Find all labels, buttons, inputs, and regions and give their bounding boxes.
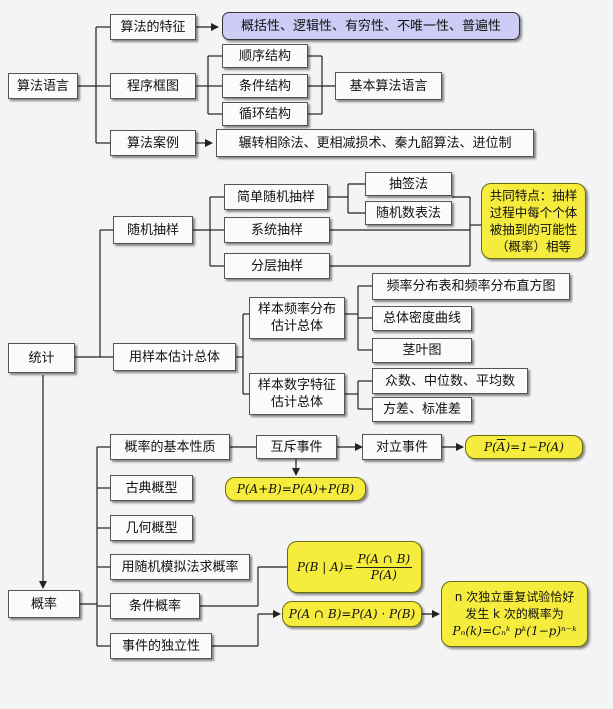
formula-conditional: P(B | A)= P(A ∩ B) P(A) [287, 541, 422, 593]
node-complementary-events: 对立事件 [362, 434, 442, 460]
node-density-curve: 总体密度曲线 [372, 306, 472, 331]
node-estimate-population: 用样本估计总体 [113, 343, 236, 371]
node-loop-structure: 循环结构 [222, 102, 308, 126]
node-conditional-probability: 条件概率 [110, 593, 200, 619]
node-random-simulation: 用随机模拟法求概率 [110, 554, 250, 580]
node-algorithm-features: 算法的特征 [110, 14, 196, 40]
node-geometric-probability: 几何概型 [110, 515, 193, 541]
node-mode-median-mean: 众数、中位数、平均数 [372, 368, 528, 394]
node-condition-structure: 条件结构 [222, 74, 308, 98]
node-probability-basic-properties: 概率的基本性质 [110, 434, 230, 460]
node-systematic-sampling: 系统抽样 [224, 217, 330, 243]
node-mutually-exclusive: 互斥事件 [256, 435, 337, 459]
node-sequence-structure: 顺序结构 [222, 44, 308, 68]
formula-complement-rhs: )=1−P(A) [505, 439, 564, 454]
formula-complement-lhs: P( [484, 439, 497, 454]
node-algorithm-features-desc: 概括性、逻辑性、有穷性、不唯一性、普遍性 [222, 12, 520, 40]
node-flowchart: 程序框图 [110, 73, 196, 99]
node-frequency-table-histogram: 频率分布表和频率分布直方图 [372, 273, 570, 300]
formula-conditional-fraction: P(A ∩ B) P(A) [355, 551, 413, 583]
formula-binomial: n 次独立重复试验恰好 发生 k 次的概率为 Pₙ(k)=Cₙᵏ pᵏ(1−p)… [441, 581, 588, 647]
node-lottery-method: 抽签法 [365, 172, 452, 196]
formula-binomial-line3: Pₙ(k)=Cₙᵏ pᵏ(1−p)ⁿ⁻ᵏ [452, 623, 577, 638]
formula-conditional-denominator: P(A) [370, 567, 397, 582]
node-random-sampling: 随机抽样 [113, 216, 193, 244]
node-algorithm-language: 算法语言 [8, 73, 78, 99]
node-algorithm-cases-desc: 辗转相除法、更相减损术、秦九韶算法、进位制 [216, 129, 534, 157]
node-event-independence: 事件的独立性 [110, 633, 212, 659]
node-basic-algorithm-language: 基本算法语言 [335, 72, 442, 100]
node-algorithm-cases: 算法案例 [110, 130, 196, 156]
formula-binomial-line1: n 次独立重复试验恰好 [454, 589, 575, 604]
formula-conditional-lhs: P(B | A)= [296, 559, 354, 574]
node-variance-sd: 方差、标准差 [372, 397, 472, 422]
formula-independence: P(A ∩ B)=P(A) · P(B) [282, 601, 422, 627]
formula-complement: P(A)=1−P(A) [465, 435, 583, 459]
node-stratified-sampling: 分层抽样 [224, 253, 330, 279]
node-common-feature: 共同特点：抽样过程中每个个体被抽到的可能性（概率）相等 [481, 183, 586, 259]
node-stem-leaf: 茎叶图 [372, 338, 472, 363]
node-classical-probability: 古典概型 [110, 475, 193, 501]
node-random-number-table: 随机数表法 [365, 201, 452, 225]
node-sample-numeric: 样本数字特征估计总体 [249, 373, 345, 415]
node-probability: 概率 [8, 590, 80, 618]
node-simple-random-sampling: 简单随机抽样 [224, 184, 328, 210]
formula-addition: P(A+B)=P(A)+P(B) [225, 477, 366, 501]
formula-complement-abar: A [496, 439, 506, 454]
formula-conditional-numerator: P(A ∩ B) [355, 551, 413, 568]
node-statistics: 统计 [8, 343, 75, 373]
node-sample-frequency: 样本频率分布估计总体 [249, 297, 345, 339]
formula-binomial-line2: 发生 k 次的概率为 [465, 606, 564, 621]
